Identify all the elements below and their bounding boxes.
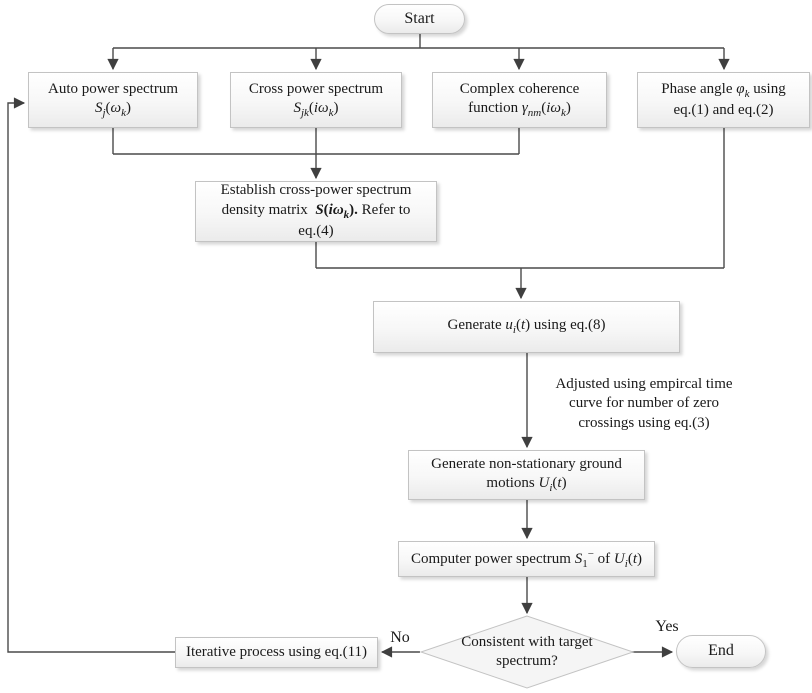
iterative-process-node: Iterative process using eq.(11) xyxy=(175,637,378,668)
end-node: End xyxy=(676,635,766,668)
edge-feedback-loop xyxy=(7,97,175,653)
generate-u-label: Generate ui(t) using eq.(8) xyxy=(447,317,606,337)
start-node: Start xyxy=(374,4,465,34)
compute-power-spectrum-node: Computer power spectrum S1− of Ui(t) xyxy=(398,541,655,577)
start-label: Start xyxy=(404,9,435,27)
no-edge-label: No xyxy=(390,629,410,646)
compute-power-spectrum-label: Computer power spectrum S1− of Ui(t) xyxy=(410,547,642,570)
decision-diamond-shape xyxy=(419,615,635,689)
yes-edge-label: Yes xyxy=(655,618,679,635)
end-label: End xyxy=(708,642,734,660)
generate-u-node: Generate ui(t) using eq.(8) xyxy=(373,301,680,353)
iterative-process-label: Iterative process using eq.(11) xyxy=(185,643,368,660)
